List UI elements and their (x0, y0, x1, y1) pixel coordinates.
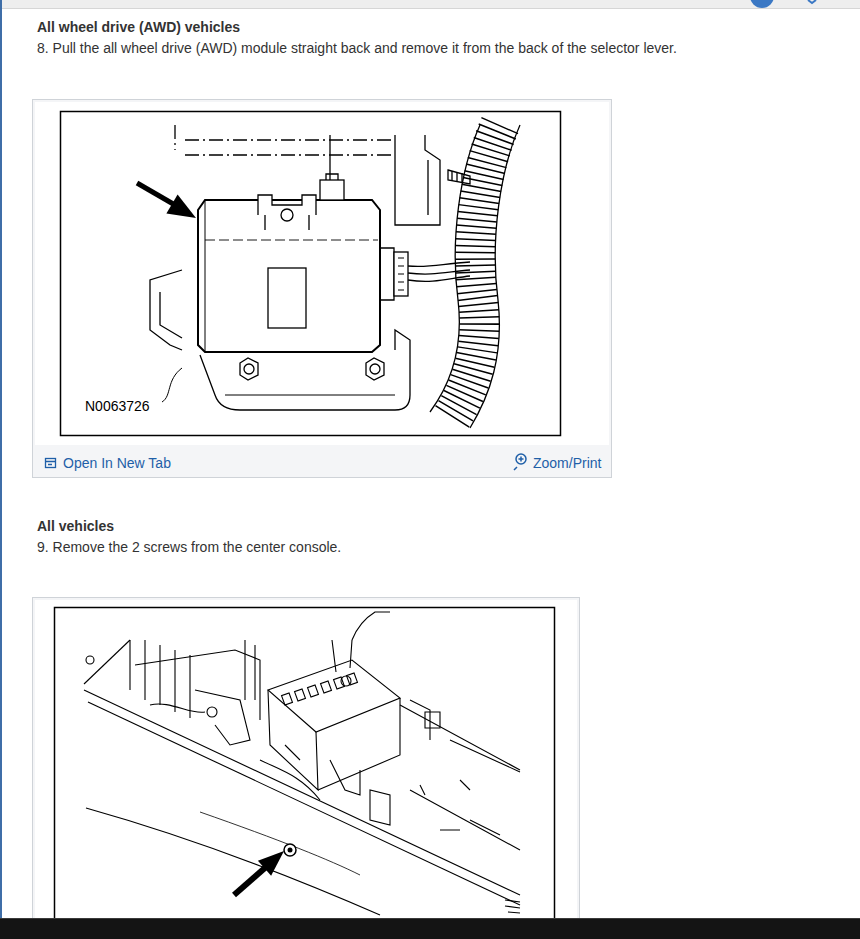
pointer-arrow (258, 851, 284, 876)
figure-ground (35, 102, 609, 445)
pointer-arrow (137, 183, 175, 205)
leader-line (162, 368, 182, 402)
figure-number: N0063726 (85, 398, 150, 414)
step-text: 8. Pull the all wheel drive (AWD) module… (37, 40, 677, 56)
pointer-arrow (234, 867, 266, 895)
taskbar-edge (0, 918, 860, 919)
screw (284, 844, 296, 856)
toolbar-icon (808, 0, 816, 3)
top-bar-edge (0, 8, 860, 9)
step-text: 9. Remove the 2 screws from the center c… (37, 539, 341, 555)
window-edge (0, 0, 2, 918)
link-text: Open In New Tab (63, 455, 171, 471)
taskbar (0, 918, 860, 939)
figure-frame (61, 112, 561, 436)
figure-ground (35, 600, 577, 937)
toolbar-icon (750, 0, 774, 8)
section-heading: All vehicles (37, 518, 114, 534)
center-console-illustration (84, 612, 520, 915)
open-tab-icon (46, 459, 56, 468)
pointer-arrow (166, 195, 196, 219)
figure-frame (55, 608, 555, 938)
figure-panel (33, 100, 612, 478)
link-text: Zoom/Print (533, 455, 601, 471)
top-bar (0, 0, 860, 8)
figure-panel (33, 598, 580, 938)
section-heading: All wheel drive (AWD) vehicles (37, 19, 240, 35)
zoom-icon (514, 454, 526, 470)
screw (288, 848, 293, 853)
awd-module-illustration (150, 125, 520, 428)
